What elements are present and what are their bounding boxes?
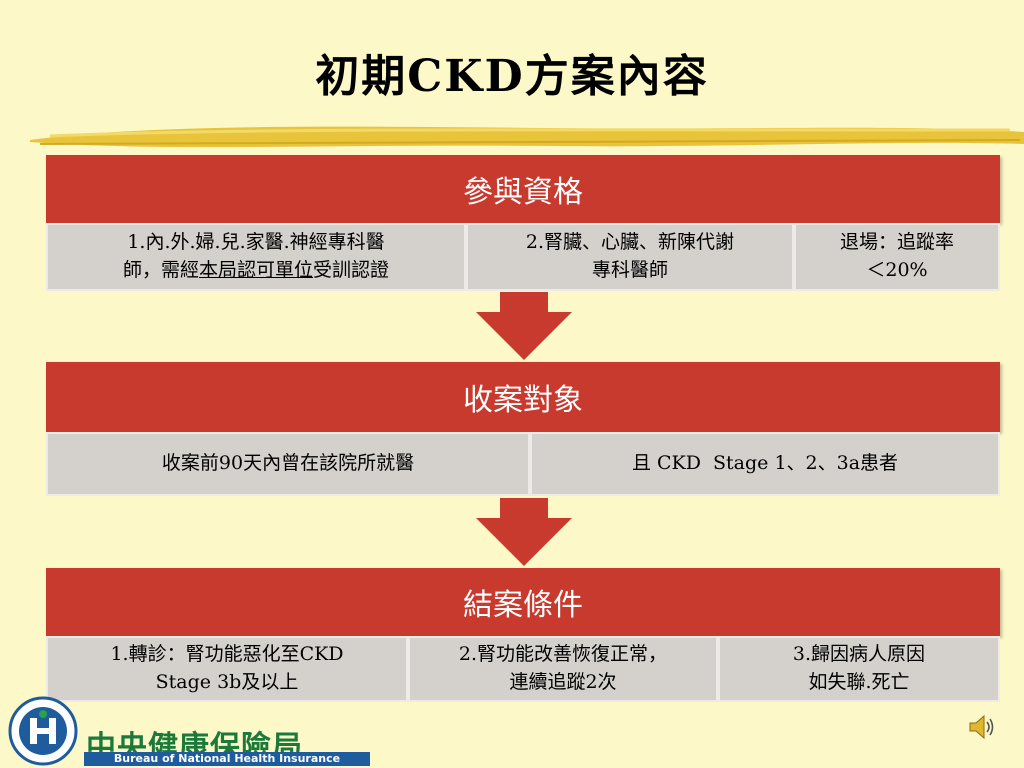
eligibility-cell-3: 退場：追蹤率 ＜20% [794,223,1000,291]
section-header-label: 參與資格 [463,175,583,210]
cell-text: 且 CKD Stage 1、2、3a患者 [631,452,899,475]
cell-line: 1.內.外.婦.兒.家醫.神經專科醫 [127,231,385,254]
closure-cell-1: 1.轉診：腎功能惡化至CKD Stage 3b及以上 [46,636,408,702]
eligibility-cell-1: 1.內.外.婦.兒.家醫.神經專科醫 師，需經本局認可單位受訓認證 [46,223,466,291]
section-header-eligibility: 參與資格 [46,155,1000,223]
cell-line: 師，需經本局認可單位受訓認證 [123,257,389,285]
down-arrow-icon [476,292,572,360]
org-name-english: Bureau of National Health Insurance [84,752,370,766]
section-header-enrollment: 收案對象 [46,362,1000,432]
cell-line: ＜20% [866,259,928,281]
cell-line: 3.歸因病人原因 [792,643,926,666]
closure-cell-3: 3.歸因病人原因 如失聯.死亡 [718,636,1000,702]
enrollment-cell-2: 且 CKD Stage 1、2、3a患者 [530,432,1000,496]
cell-text: 師，需經 [122,259,199,281]
enrollment-row: 收案前90天內曾在該院所就醫 且 CKD Stage 1、2、3a患者 [46,432,1000,496]
cell-line: 1.轉診：腎功能惡化至CKD [110,643,344,666]
slide-title: 初期CKD方案內容 [315,51,709,102]
brush-stroke-divider [30,126,1024,148]
closure-cell-2: 2.腎功能改善恢復正常， 連續追蹤2次 [408,636,718,702]
cell-line: 退場：追蹤率 [839,231,954,254]
eligibility-row: 1.內.外.婦.兒.家醫.神經專科醫 師，需經本局認可單位受訓認證 2.腎臟、心… [46,223,1000,291]
cell-line: 如失聯.死亡 [808,671,910,693]
cell-line: 2.腎臟、心臟、新陳代謝 [525,231,735,254]
cell-line: 連續追蹤2次 [509,671,617,693]
speaker-icon[interactable] [966,712,996,742]
cell-text: 受訓認證 [313,259,390,281]
eligibility-cell-2: 2.腎臟、心臟、新陳代謝 專科醫師 [466,223,794,291]
cell-line: Stage 3b及以上 [155,671,299,693]
enrollment-cell-1: 收案前90天內曾在該院所就醫 [46,432,530,496]
cell-line: 2.腎功能改善恢復正常， [458,643,668,666]
cell-line: 專科醫師 [591,259,668,281]
down-arrow-icon [476,498,572,566]
cell-text: 收案前90天內曾在該院所就醫 [161,452,415,475]
closure-row: 1.轉診：腎功能惡化至CKD Stage 3b及以上 2.腎功能改善恢復正常， … [46,636,1000,702]
section-header-closure: 結案條件 [46,568,1000,636]
cell-underlined-text: 本局認可單位 [198,259,313,281]
section-header-label: 結案條件 [463,588,583,623]
section-header-label: 收案對象 [463,383,583,418]
nhi-logo-icon [8,696,78,766]
